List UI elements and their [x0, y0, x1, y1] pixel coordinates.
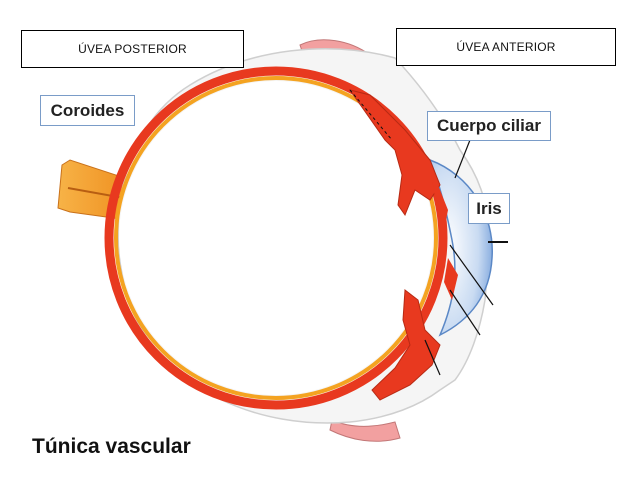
ciliary-body-lower [371, 289, 441, 401]
uvea-anterior-box: ÚVEA ANTERIOR [396, 28, 616, 66]
choroid [104, 66, 448, 410]
muscle-inferior [329, 419, 401, 442]
arrow-iris-1 [449, 244, 494, 306]
arrow-cuerpo-ciliar-2 [454, 139, 471, 179]
arrow-iris-2 [449, 289, 481, 336]
cuerpo-ciliar-label: Cuerpo ciliar [427, 111, 551, 141]
arrow-cuerpo-ciliar-1 [349, 89, 393, 141]
caption-tunica-vascular: Túnica vascular [32, 435, 191, 458]
coroides-label: Coroides [40, 95, 135, 126]
ciliary-body-upper [348, 89, 441, 217]
choroid-inner [114, 76, 438, 400]
iris-label: Iris [468, 193, 510, 224]
iris-lower [444, 258, 458, 300]
iris-upper [430, 165, 448, 230]
eye-cavity [119, 81, 433, 395]
uvea-posterior-box: ÚVEA POSTERIOR [21, 30, 244, 68]
arrow-iris-3 [424, 339, 441, 376]
